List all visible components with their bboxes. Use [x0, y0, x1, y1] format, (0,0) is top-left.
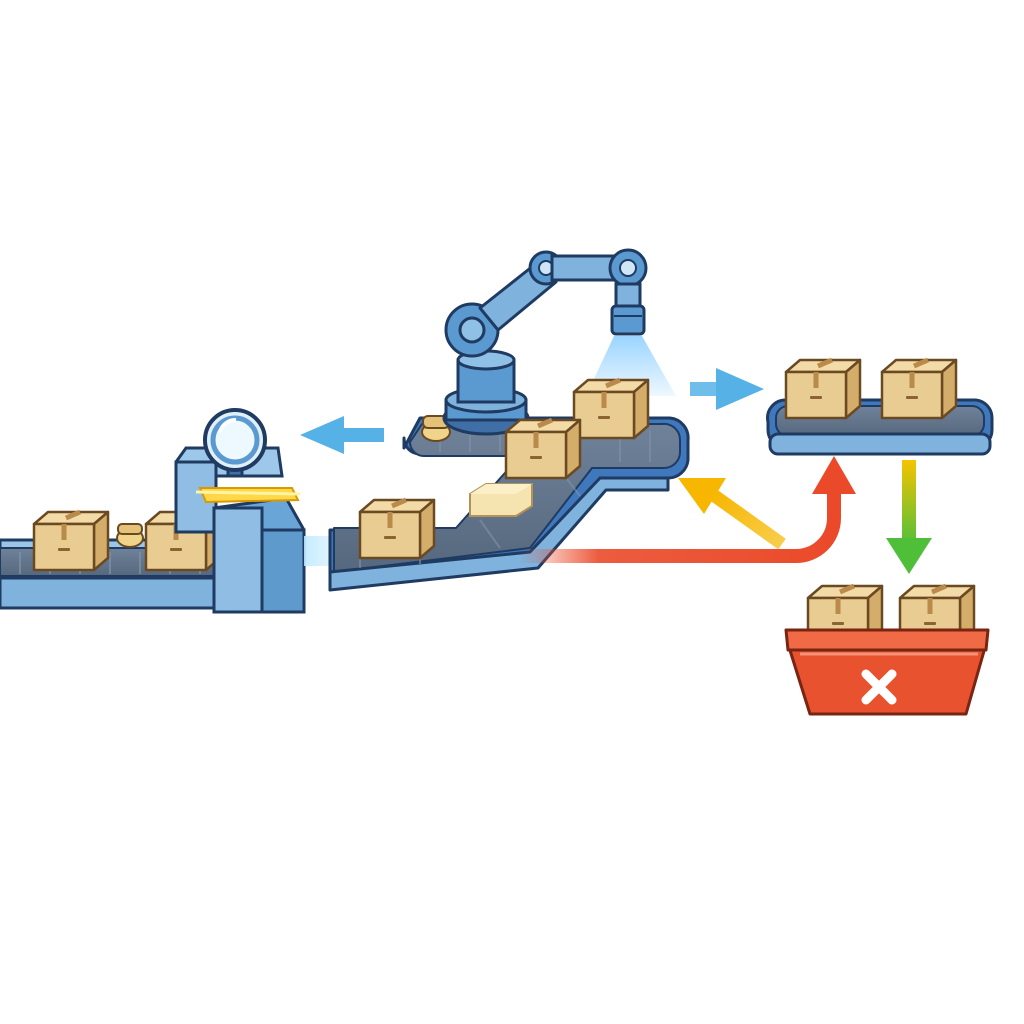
magnifier-scanner-icon	[203, 408, 267, 478]
x-mark-icon	[861, 669, 897, 705]
small-part-item	[421, 415, 451, 442]
arrow-red-recirculate	[520, 456, 856, 563]
flat-package-item	[469, 483, 533, 517]
reject-bin	[784, 628, 990, 716]
arrow-blue-left	[300, 416, 384, 454]
arrow-yellow-return	[678, 478, 786, 550]
box-item	[786, 360, 860, 418]
box-item	[34, 512, 108, 570]
box-item	[882, 360, 956, 418]
small-part-item	[116, 523, 144, 548]
robotic-arm-icon	[442, 248, 648, 436]
box-item	[360, 500, 434, 558]
box-item	[574, 380, 648, 438]
box-item	[506, 420, 580, 478]
arrow-green-down	[886, 460, 932, 574]
arrow-blue-right	[690, 368, 764, 410]
